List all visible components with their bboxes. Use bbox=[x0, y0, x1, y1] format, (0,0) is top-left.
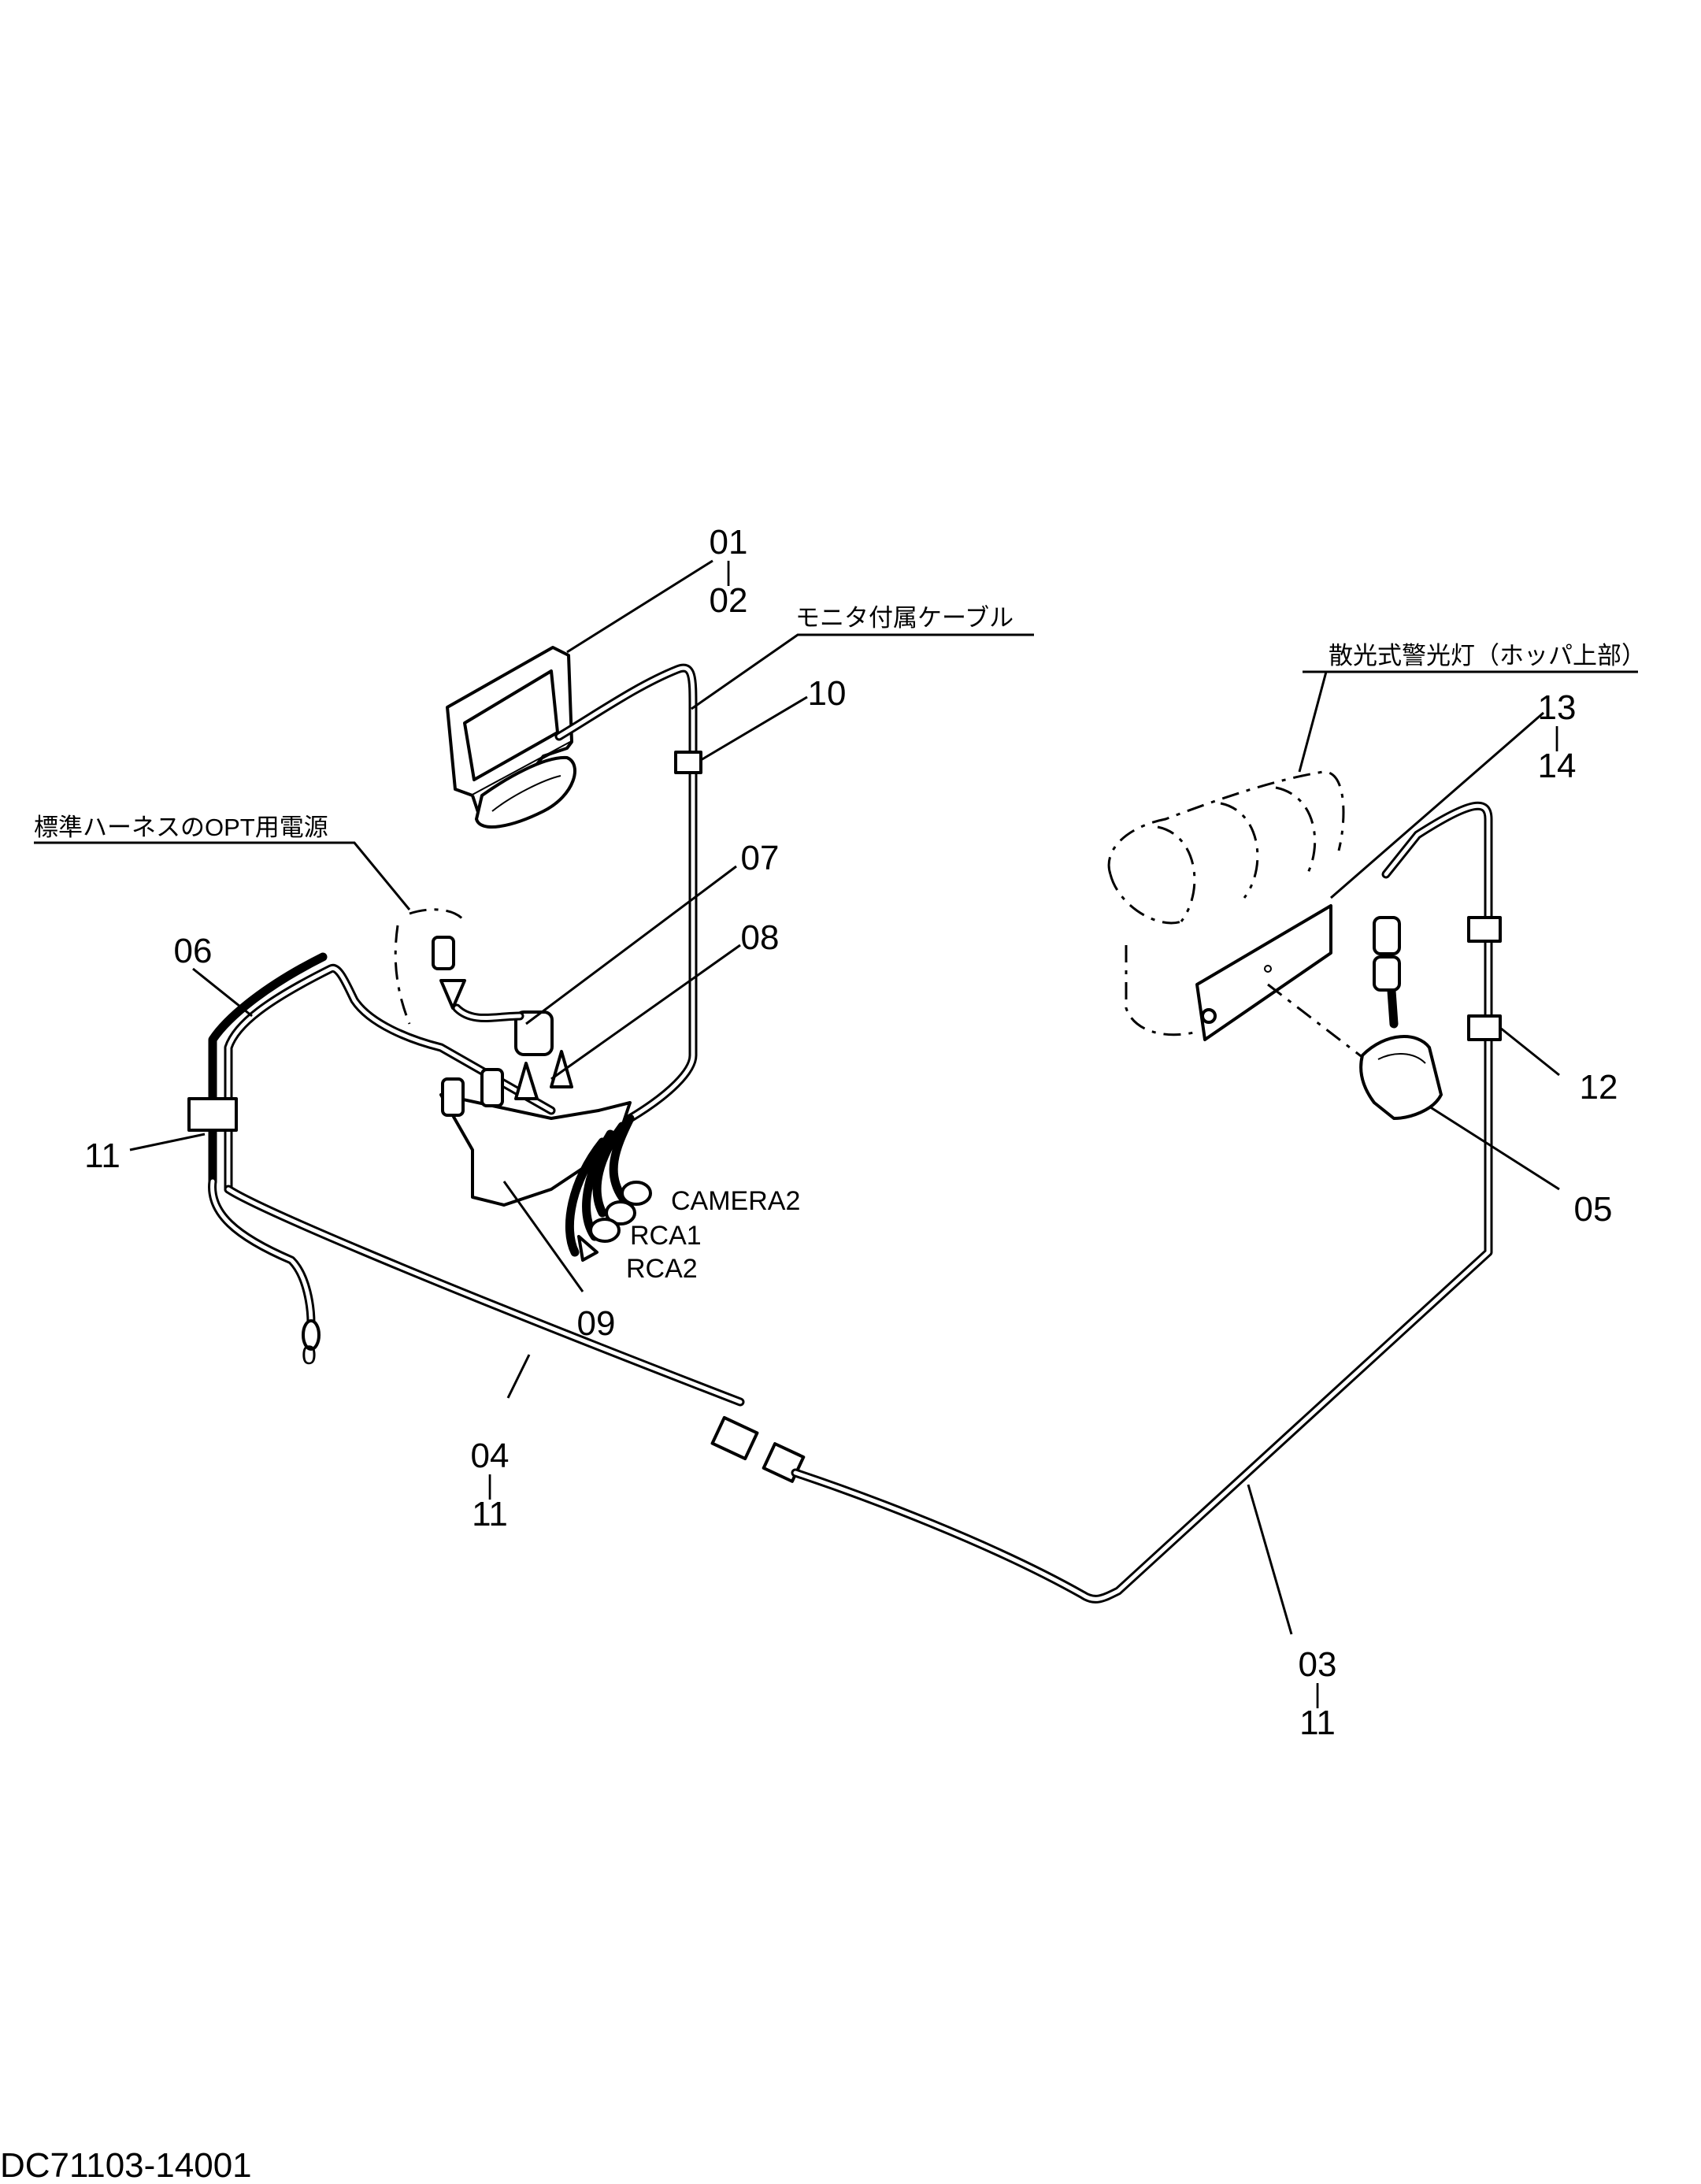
cable-clamp-11-left bbox=[187, 1097, 238, 1132]
camera2-plug bbox=[621, 1181, 652, 1206]
cable-clamp-11-right bbox=[1467, 916, 1502, 943]
label-ring-terminal: 0 bbox=[302, 1340, 317, 1370]
note-warning-lamp: 散光式警光灯（ホッパ上部） bbox=[1329, 642, 1646, 669]
callout-09: 09 bbox=[577, 1304, 616, 1343]
lamp-switch bbox=[1267, 916, 1443, 1120]
monitor-cable bbox=[554, 663, 702, 1123]
connector-09a bbox=[441, 1077, 465, 1117]
callout-05: 05 bbox=[1574, 1190, 1613, 1229]
rca-leads bbox=[565, 1114, 652, 1262]
cable-clamp-10 bbox=[674, 751, 702, 774]
callout-11-left: 11 bbox=[84, 1136, 120, 1175]
callout-sep: | bbox=[725, 557, 732, 587]
connector-08a bbox=[514, 1062, 539, 1100]
callout-11-right: 11 bbox=[1299, 1704, 1336, 1742]
rca1-plug-a bbox=[605, 1200, 636, 1225]
lamp-plug-b bbox=[1373, 955, 1401, 992]
drawing-code: DC71103-14001 bbox=[0, 2146, 252, 2184]
connector-07 bbox=[514, 1010, 554, 1056]
lamp-plug-a bbox=[1373, 916, 1401, 955]
label-rca1: RCA1 bbox=[630, 1221, 702, 1251]
label-camera2: CAMERA2 bbox=[671, 1186, 800, 1216]
callout-sep: | bbox=[1554, 722, 1561, 752]
note-monitor-cable: モニタ付属ケーブル bbox=[795, 604, 1014, 632]
main-harness bbox=[187, 801, 1502, 1604]
connector-08b bbox=[550, 1050, 573, 1088]
ring-terminal bbox=[302, 1319, 321, 1351]
opt-connector-b bbox=[439, 979, 466, 1010]
rca2-plug bbox=[577, 1235, 598, 1262]
callout-13: 13 bbox=[1538, 688, 1577, 727]
connector-09b bbox=[480, 1068, 504, 1107]
callout-08: 08 bbox=[741, 918, 780, 957]
callout-03: 03 bbox=[1299, 1645, 1337, 1684]
callout-numbers: 01 | 02 10 07 08 06 11 09 04 | 11 03 | 1… bbox=[84, 523, 1618, 1742]
callout-07: 07 bbox=[741, 839, 780, 877]
notes: モニタ付属ケーブル 散光式警光灯（ホッパ上部） 標準ハーネスのOPT用電源 bbox=[34, 604, 1646, 841]
connector-labels: CAMERA2 RCA1 RCA2 0 bbox=[302, 1186, 800, 1370]
callout-01: 01 bbox=[710, 523, 748, 562]
monitor bbox=[446, 646, 576, 829]
note-opt-power: 標準ハーネスのOPT用電源 bbox=[34, 814, 328, 841]
callout-14: 14 bbox=[1538, 747, 1577, 785]
callout-06: 06 bbox=[174, 932, 213, 970]
callout-12: 12 bbox=[1580, 1068, 1618, 1107]
rca1-plug-b bbox=[589, 1218, 621, 1243]
callout-11-mid: 11 bbox=[472, 1495, 508, 1533]
callout-sep: | bbox=[487, 1470, 494, 1500]
callout-sep: | bbox=[1314, 1679, 1321, 1709]
lamp-bracket bbox=[1195, 904, 1332, 1041]
connector-male bbox=[710, 1415, 759, 1461]
callout-10: 10 bbox=[808, 674, 847, 713]
warning-lamp bbox=[1107, 770, 1345, 1036]
callout-02: 02 bbox=[710, 581, 748, 620]
opt-connector-a bbox=[432, 936, 455, 970]
cable-clamp-12 bbox=[1467, 1014, 1502, 1041]
callout-04: 04 bbox=[471, 1437, 510, 1475]
leader-lines bbox=[34, 559, 1638, 1635]
label-rca2: RCA2 bbox=[626, 1254, 698, 1284]
harness-junction bbox=[394, 908, 632, 1207]
